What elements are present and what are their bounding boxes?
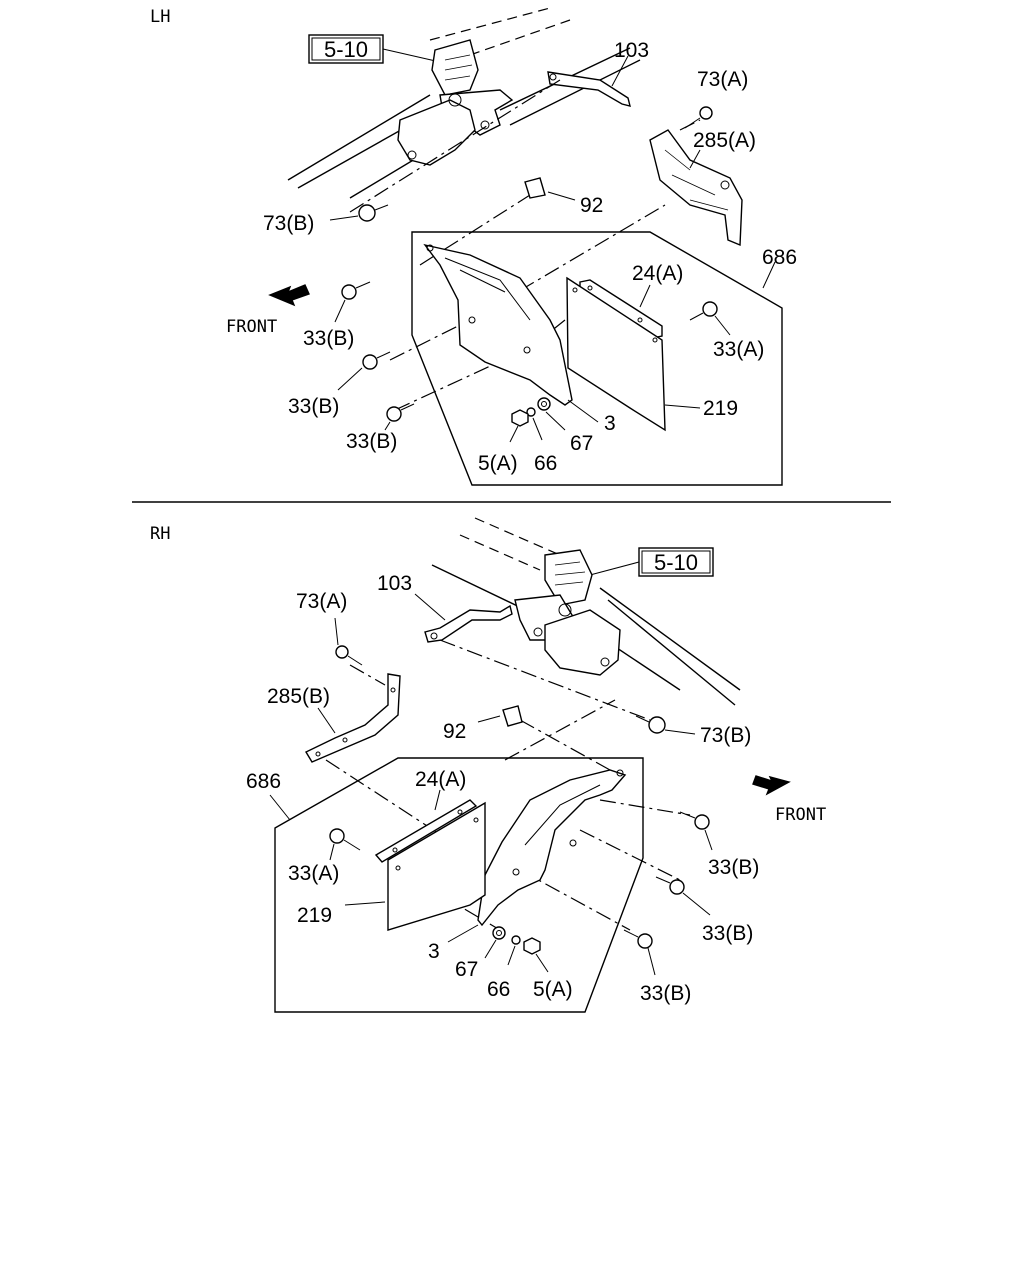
rh-part-5a-nut bbox=[523, 937, 541, 955]
rh-bolt-73a bbox=[335, 645, 363, 666]
lh-part-3-mudguard bbox=[423, 243, 573, 406]
lh-part-67-washer bbox=[537, 397, 551, 411]
lh-callout-285a: 285(A) bbox=[693, 129, 756, 152]
rh-ref-box-label: 5-10 bbox=[654, 550, 698, 575]
rh-callout-33b-1: 33(B) bbox=[708, 856, 759, 879]
lh-callout-219: 219 bbox=[703, 397, 738, 420]
rh-callout-103: 103 bbox=[377, 572, 412, 595]
lh-hanger-bracket bbox=[397, 39, 514, 166]
lh-callout-33b-3: 33(B) bbox=[346, 430, 397, 453]
lh-callout-5a: 5(A) bbox=[478, 452, 518, 475]
rh-front-arrow-icon bbox=[752, 775, 791, 796]
lh-part-219-panel bbox=[566, 276, 666, 432]
lh-part-103 bbox=[547, 71, 631, 107]
rh-bolt-73b bbox=[635, 715, 666, 734]
rh-callout-92: 92 bbox=[443, 720, 466, 743]
rh-callout-3: 3 bbox=[428, 940, 440, 963]
rh-bolt-33b-1 bbox=[679, 811, 710, 830]
lh-part-285a bbox=[649, 129, 743, 247]
rh-bolt-33a bbox=[329, 828, 361, 851]
rh-section: RH 5-10 bbox=[150, 517, 826, 1013]
rh-heading: RH bbox=[150, 524, 170, 544]
rh-callout-73b: 73(B) bbox=[700, 724, 751, 747]
lh-ref-box-label: 5-10 bbox=[324, 37, 368, 62]
rh-callout-33a: 33(A) bbox=[288, 862, 339, 885]
lh-callout-24a: 24(A) bbox=[632, 262, 683, 285]
lh-bolt-73a bbox=[684, 106, 713, 129]
lh-callout-33b-1: 33(B) bbox=[303, 327, 354, 350]
rh-callout-33b-2: 33(B) bbox=[702, 922, 753, 945]
rh-part-3-mudguard bbox=[477, 769, 627, 927]
lh-bolt-33b-2 bbox=[362, 351, 391, 370]
rh-front-label: FRONT bbox=[775, 805, 826, 825]
lh-ref-box[interactable]: 5-10 bbox=[308, 34, 384, 64]
rh-part-24a bbox=[374, 799, 478, 863]
lh-callout-92: 92 bbox=[580, 194, 603, 217]
lh-bolt-33a bbox=[689, 301, 718, 321]
lh-part-92 bbox=[524, 177, 546, 199]
rh-bolt-33b-2 bbox=[655, 876, 685, 895]
lh-callout-3: 3 bbox=[604, 412, 616, 435]
rh-callout-24a: 24(A) bbox=[415, 768, 466, 791]
lh-bolt-73b bbox=[358, 204, 389, 222]
lh-front-label: FRONT bbox=[226, 317, 277, 337]
rh-part-92 bbox=[502, 705, 523, 727]
lh-part-5a-nut bbox=[511, 409, 529, 427]
rh-part-219-panel bbox=[387, 801, 486, 931]
lh-callout-103: 103 bbox=[614, 39, 649, 62]
rh-callout-33b-3: 33(B) bbox=[640, 982, 691, 1005]
rh-hanger-bracket bbox=[514, 549, 621, 676]
lh-callout-33a: 33(A) bbox=[713, 338, 764, 361]
lh-assembly-686-outline bbox=[411, 231, 783, 486]
rh-callout-67: 67 bbox=[455, 958, 478, 981]
lh-callout-686: 686 bbox=[762, 246, 797, 269]
lh-bolt-33b-1 bbox=[341, 281, 371, 300]
lh-frame-rail bbox=[287, 7, 641, 199]
lh-bolt-33b-3 bbox=[386, 403, 415, 422]
lh-callout-73a: 73(A) bbox=[697, 68, 748, 91]
rh-part-66-lockwasher bbox=[511, 935, 521, 945]
rh-part-67-washer bbox=[492, 926, 506, 940]
rh-callout-285b: 285(B) bbox=[267, 685, 330, 708]
rh-callout-66: 66 bbox=[487, 978, 510, 1001]
lh-heading: LH bbox=[150, 7, 170, 27]
rh-ref-box[interactable]: 5-10 bbox=[638, 547, 714, 577]
rh-callout-219: 219 bbox=[297, 904, 332, 927]
rh-part-103 bbox=[424, 604, 513, 643]
lh-section: LH 5-10 bbox=[150, 7, 797, 486]
lh-callout-73b: 73(B) bbox=[263, 212, 314, 235]
rh-callout-5a: 5(A) bbox=[533, 978, 573, 1001]
rh-assembly-686-outline bbox=[274, 757, 644, 1013]
rh-bolt-33b-3 bbox=[623, 929, 653, 949]
lh-part-66-lockwasher bbox=[526, 407, 536, 417]
lh-callout-67: 67 bbox=[570, 432, 593, 455]
rh-part-285b bbox=[305, 673, 401, 763]
lh-callout-66: 66 bbox=[534, 452, 557, 475]
lh-callout-33b-2: 33(B) bbox=[288, 395, 339, 418]
lh-front-arrow-icon bbox=[268, 284, 310, 307]
rh-callout-73a: 73(A) bbox=[296, 590, 347, 613]
rh-callout-686: 686 bbox=[246, 770, 281, 793]
